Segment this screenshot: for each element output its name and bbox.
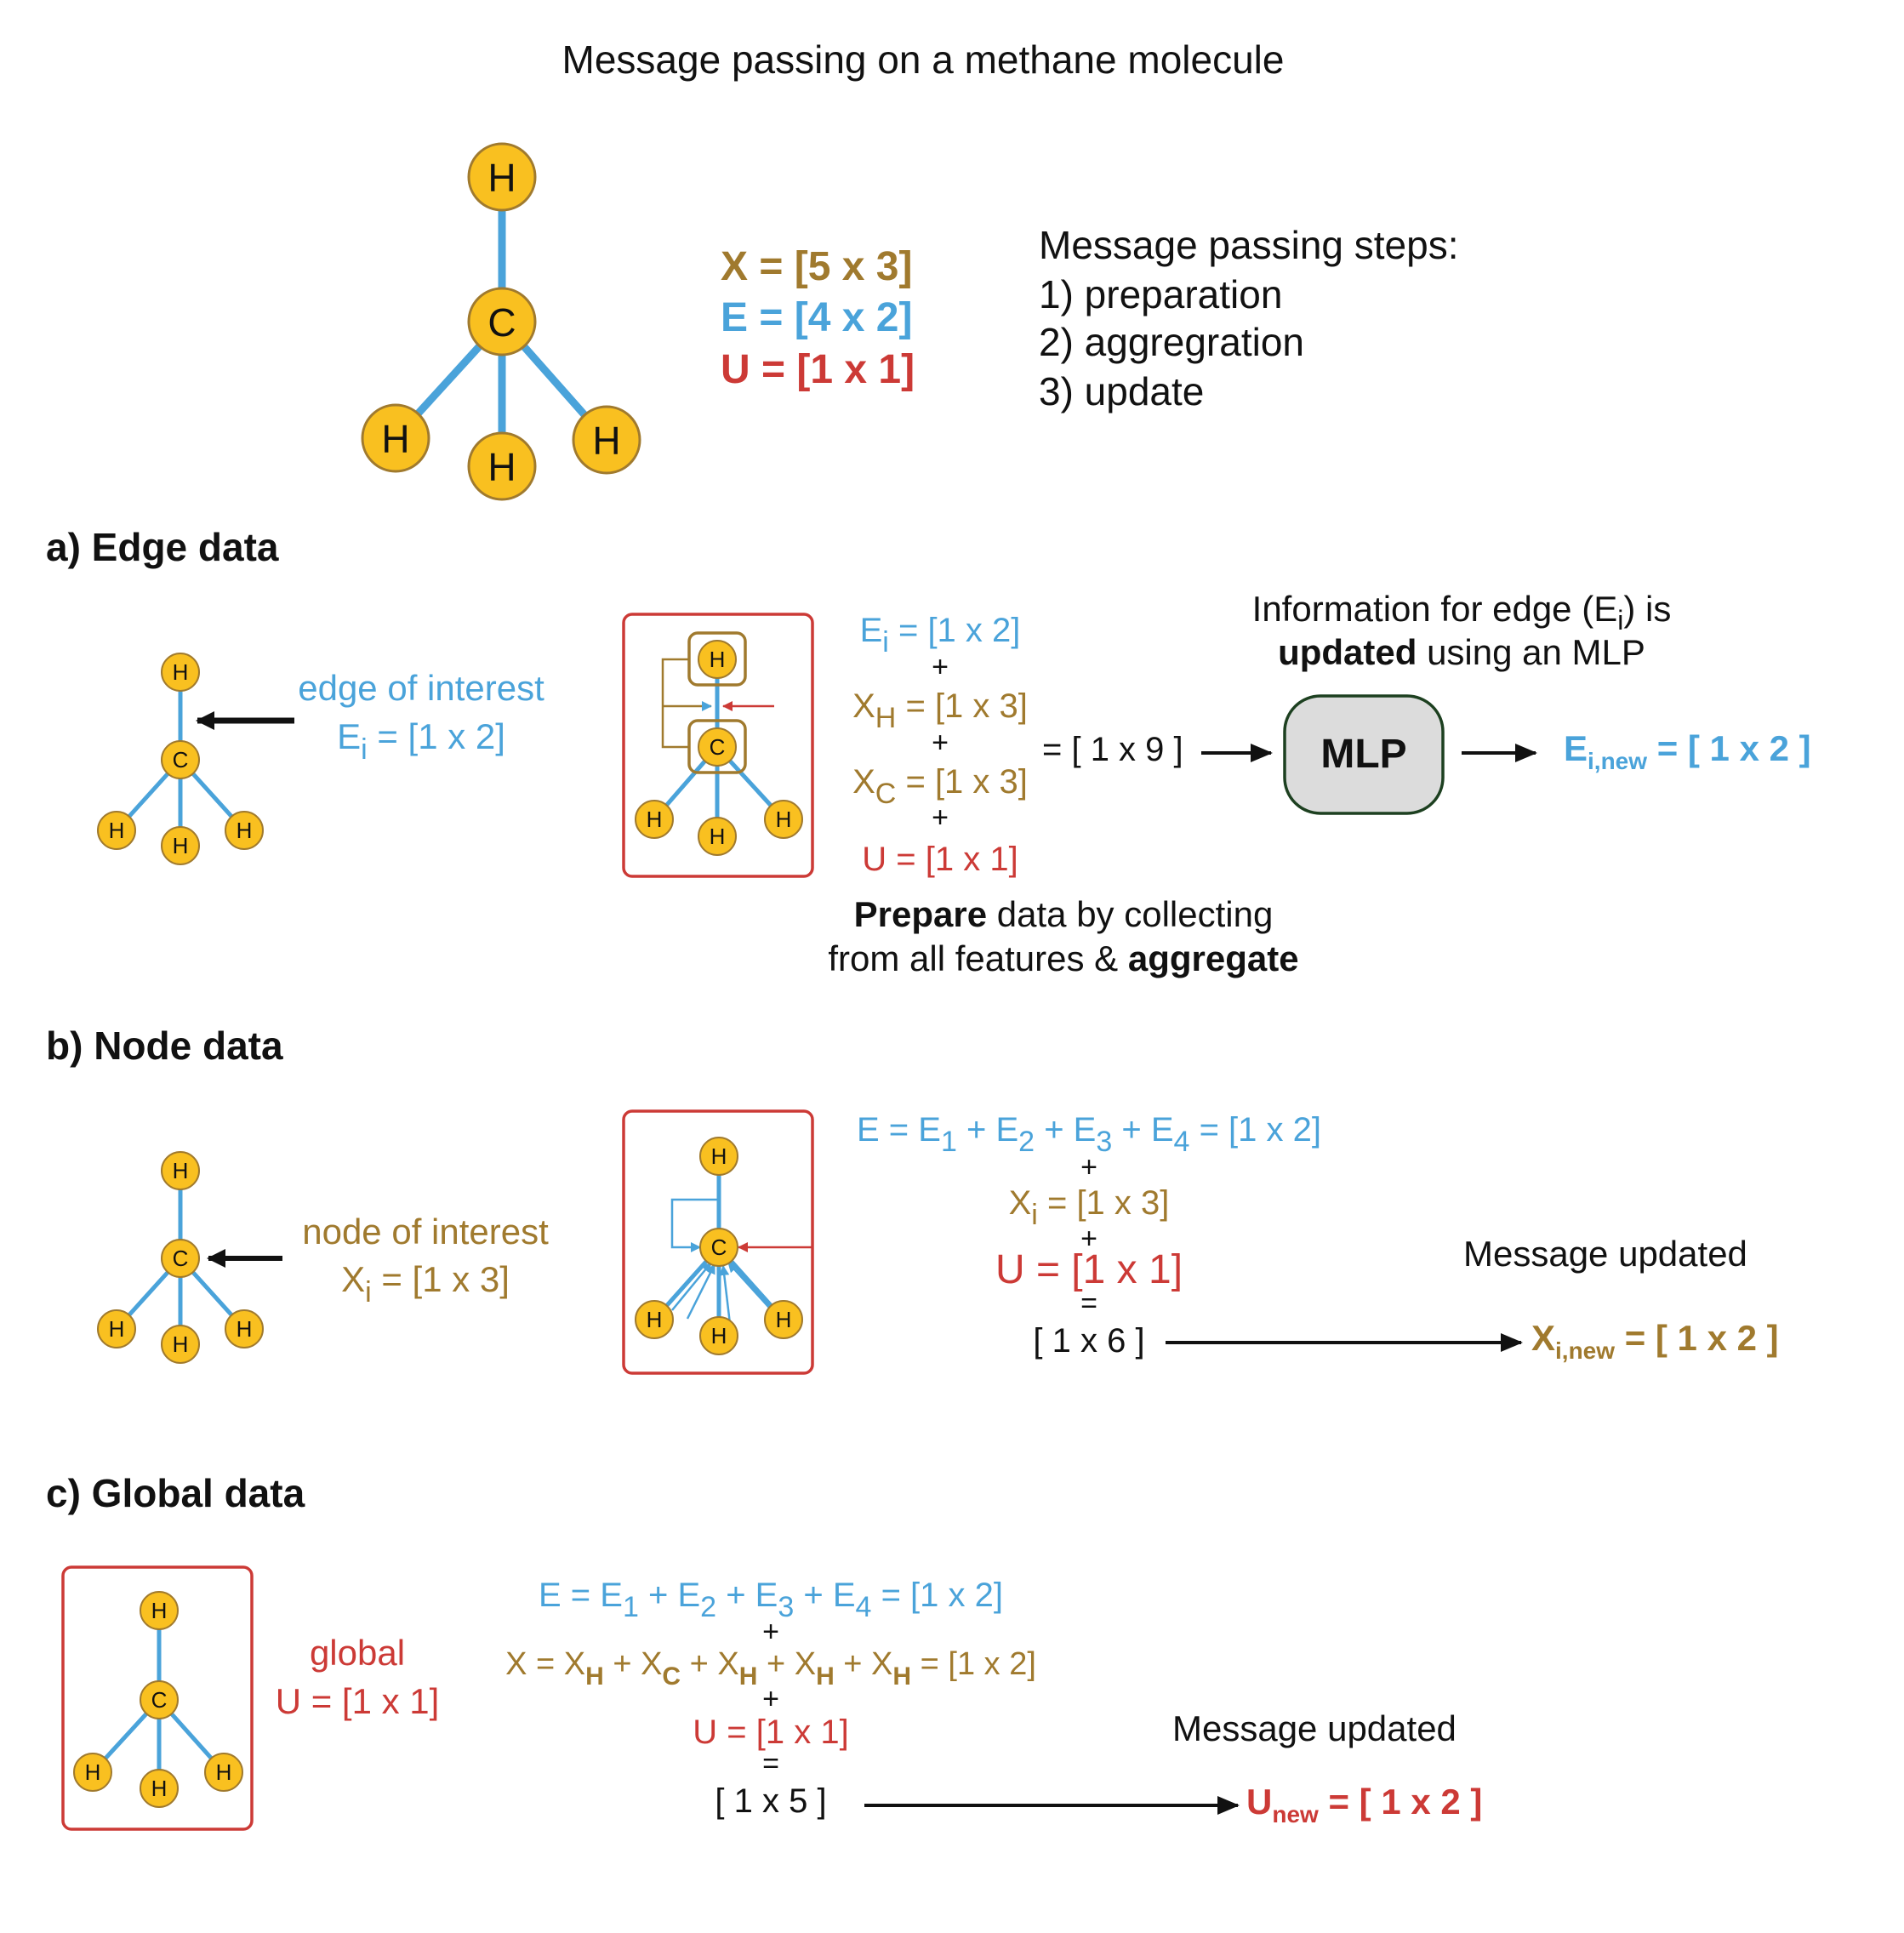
svg-text:C: C — [487, 300, 516, 345]
node-aggregation-panel — [622, 1109, 814, 1375]
step-update: 3) update — [1039, 369, 1204, 413]
atom-h-top: H — [467, 142, 537, 212]
svg-text:H: H — [381, 417, 409, 461]
step-aggregation: 2) aggregration — [1039, 320, 1304, 364]
edge-interest-label: edge of interest — [298, 668, 544, 708]
global-section-heading: c) Global data — [46, 1471, 305, 1515]
global-interest-label: global — [310, 1633, 405, 1673]
svg-text:H: H — [85, 1759, 101, 1785]
node-equals: = — [1080, 1287, 1097, 1320]
methane-small-node: H C H H H — [97, 1151, 264, 1364]
edge-term-xh: XH = [1 x 3] — [852, 687, 1028, 734]
mlp-info-line1: Information for edge (Ei) is — [1252, 589, 1672, 636]
steps-heading: Message passing steps: — [1039, 223, 1459, 267]
x-dimension-label: X = [5 x 3] — [721, 244, 912, 289]
methane-small-edge: H C H H H — [97, 653, 264, 865]
svg-text:H: H — [173, 833, 189, 858]
svg-text:H: H — [151, 1776, 168, 1801]
node-section-heading: b) Node data — [46, 1024, 283, 1068]
mlp-label: MLP — [1320, 732, 1406, 777]
svg-text:H: H — [237, 818, 253, 843]
diagram-title: Message passing on a methane molecule — [562, 37, 1285, 82]
global-output-label: Unew = [ 1 x 2 ] — [1246, 1782, 1482, 1828]
step-preparation: 1) preparation — [1039, 272, 1282, 316]
edge-aggregation-panel — [622, 613, 814, 878]
svg-text:C: C — [151, 1687, 168, 1713]
node-plus-1: + — [1080, 1151, 1097, 1183]
svg-text:H: H — [711, 1143, 727, 1169]
node-panel-methane: H C H H H — [635, 1137, 812, 1355]
node-edge-sum: E = E1 + E2 + E3 + E4 = [1 x 2] — [857, 1111, 1321, 1158]
node-interest-label: node of interest — [302, 1212, 549, 1252]
prepare-line1: Prepare data by collecting — [854, 894, 1274, 934]
svg-text:H: H — [710, 647, 726, 672]
svg-text:H: H — [487, 156, 516, 200]
u-dimension-label: U = [1 x 1] — [721, 347, 915, 392]
global-message-updated: Message updated — [1172, 1708, 1457, 1748]
global-equals: = — [762, 1748, 779, 1780]
svg-text:H: H — [173, 1331, 189, 1357]
node-term-xi: Xi = [1 x 3] — [1009, 1184, 1170, 1231]
node-output-label: Xi,new = [ 1 x 2 ] — [1531, 1318, 1779, 1364]
edge-output-label: Ei,new = [ 1 x 2 ] — [1564, 728, 1811, 774]
svg-text:H: H — [647, 807, 663, 832]
svg-text:C: C — [173, 747, 189, 773]
svg-text:H: H — [109, 818, 125, 843]
global-interest-dim: U = [1 x 1] — [276, 1681, 440, 1721]
svg-text:C: C — [173, 1246, 189, 1271]
svg-text:H: H — [776, 1307, 792, 1332]
svg-text:H: H — [592, 419, 620, 463]
edge-term-ei: Ei = [1 x 2] — [860, 612, 1021, 659]
global-result-dim: [ 1 x 5 ] — [715, 1782, 826, 1820]
atom-h-right: H — [572, 405, 641, 475]
svg-text:H: H — [151, 1598, 168, 1623]
svg-text:H: H — [487, 445, 516, 489]
svg-text:H: H — [173, 1158, 189, 1183]
node-message-updated: Message updated — [1463, 1234, 1747, 1274]
global-plus-1: + — [762, 1616, 779, 1648]
node-of-interest-circle — [161, 1239, 200, 1278]
node-term-u: U = [1 x 1] — [995, 1247, 1183, 1292]
mlp-info-line2: updated using an MLP — [1278, 632, 1645, 672]
prepare-line2: from all features & aggregate — [828, 938, 1298, 978]
svg-text:H: H — [776, 807, 792, 832]
edge-plus-2: + — [932, 727, 949, 759]
mlp-box: MLP — [1283, 694, 1445, 815]
global-node-sum: X = XH + XC + XH + XH + XH = [1 x 2] — [505, 1646, 1036, 1691]
svg-text:C: C — [711, 1234, 727, 1260]
edge-term-u: U = [1 x 1] — [862, 841, 1018, 878]
svg-text:H: H — [710, 824, 726, 849]
svg-text:H: H — [711, 1323, 727, 1349]
atom-h-middle: H — [467, 431, 537, 501]
methane-large: H C H H H — [361, 142, 641, 501]
edge-term-xc: XC = [1 x 3] — [852, 763, 1028, 810]
edge-result-dim: = [ 1 x 9 ] — [1042, 731, 1183, 768]
svg-text:H: H — [109, 1316, 125, 1342]
atom-c-center: C — [467, 287, 537, 356]
svg-text:C: C — [710, 734, 726, 760]
svg-text:H: H — [216, 1759, 232, 1785]
edge-panel-methane: H C H H H — [635, 631, 803, 856]
global-plus-2: + — [762, 1683, 779, 1715]
svg-text:H: H — [173, 659, 189, 685]
edge-interest-dim: Ei = [1 x 2] — [337, 716, 505, 766]
svg-text:H: H — [647, 1307, 663, 1332]
node-interest-dim: Xi = [1 x 3] — [341, 1259, 510, 1309]
node-result-dim: [ 1 x 6 ] — [1033, 1322, 1144, 1360]
edge-plus-3: + — [932, 801, 949, 834]
global-panel-methane: H C H H H — [73, 1591, 243, 1808]
e-dimension-label: E = [4 x 2] — [721, 295, 912, 340]
global-panel — [61, 1565, 254, 1831]
svg-text:H: H — [237, 1316, 253, 1342]
edge-plus-1: + — [932, 651, 949, 683]
global-edge-sum: E = E1 + E2 + E3 + E4 = [1 x 2] — [539, 1577, 1003, 1623]
edge-section-heading: a) Edge data — [46, 525, 279, 569]
node-plus-2: + — [1080, 1223, 1097, 1255]
global-term-u: U = [1 x 1] — [693, 1713, 848, 1751]
atom-h-left: H — [361, 403, 430, 473]
